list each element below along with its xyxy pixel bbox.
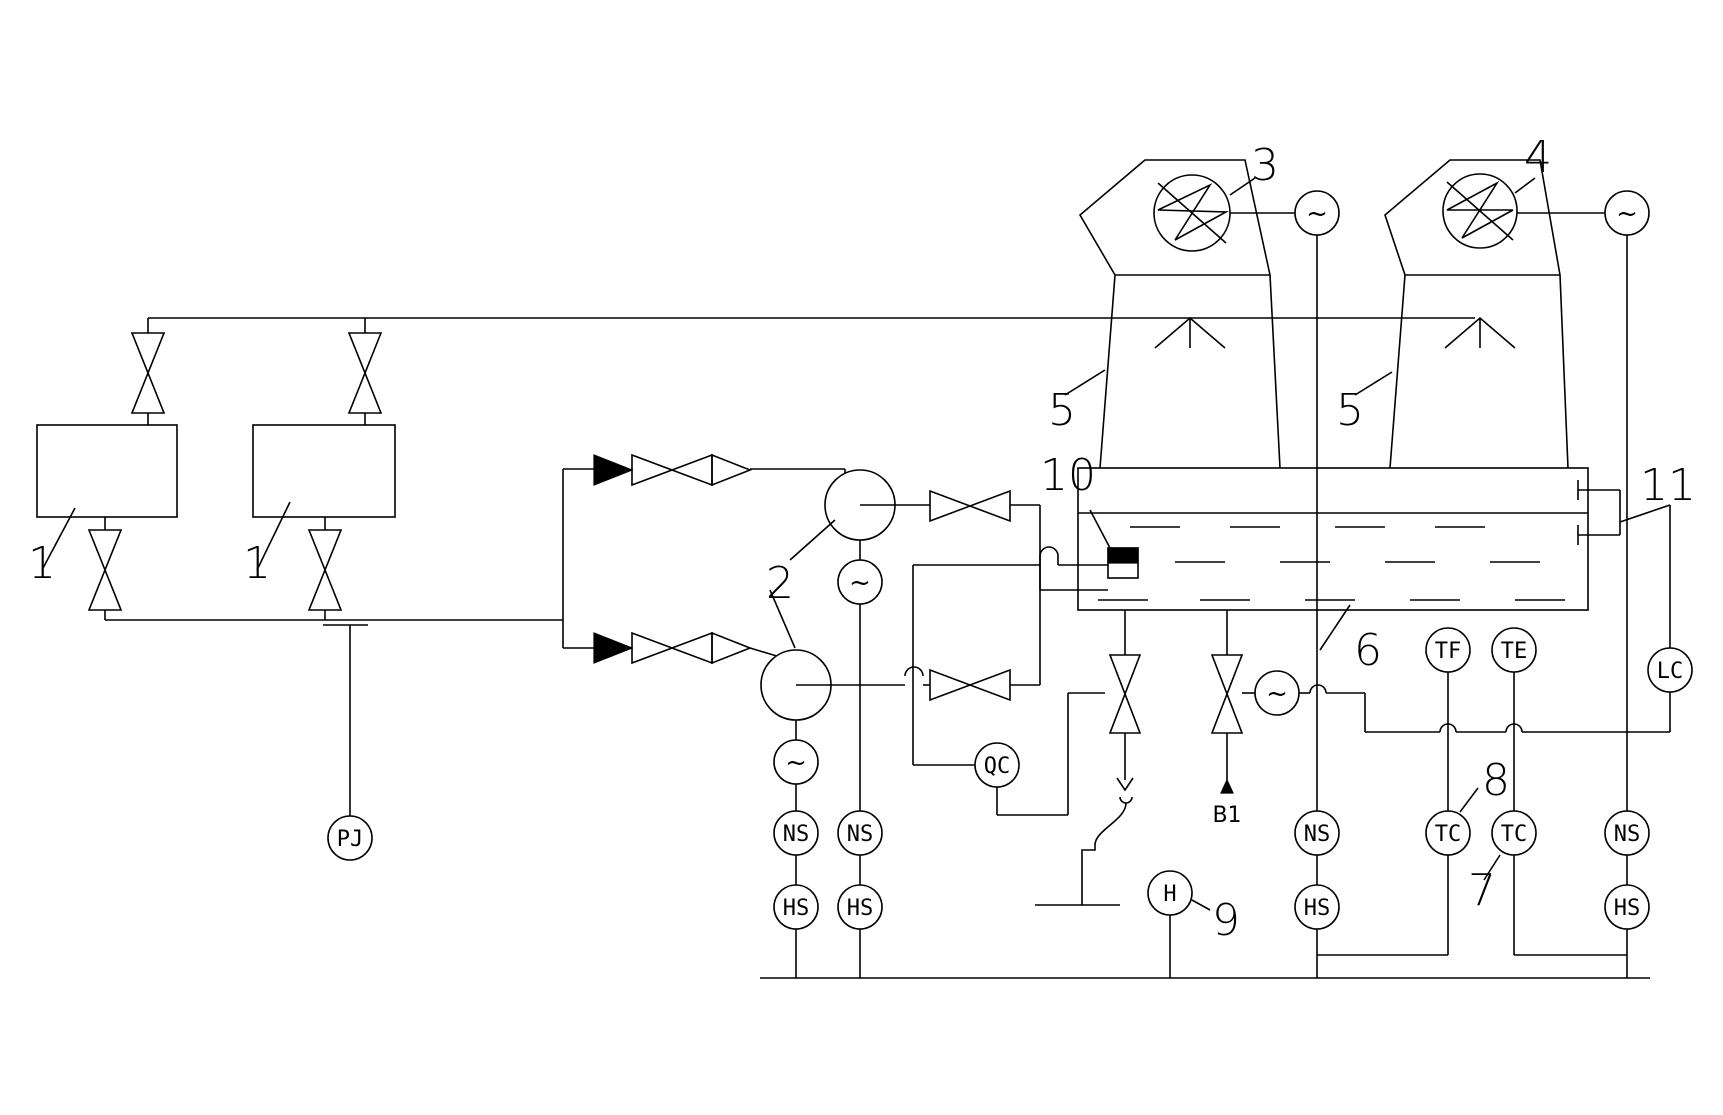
svg-text:5: 5 [1048,385,1076,436]
svg-text:B1: B1 [1212,803,1241,828]
pump-2-lower: ~ [760,505,1041,812]
callout-4: 4 [1514,132,1552,194]
callout-5b: 5 [1336,385,1364,436]
svg-text:1: 1 [28,538,56,589]
svg-text:NS: NS [783,822,810,847]
level-controller-lc: LC [1647,647,1693,693]
tank-1b [252,318,396,620]
callout-2: 2 [766,519,836,609]
temp-controller-lower: TC 7 [1468,810,1627,956]
svg-text:~: ~ [1616,199,1638,229]
svg-text:6: 6 [1354,625,1382,676]
svg-text:HS: HS [847,896,874,921]
svg-text:1: 1 [243,538,271,589]
svg-text:LC: LC [1657,659,1684,684]
svg-text:~: ~ [1266,679,1288,709]
pump-2-upper: ~ [824,469,1040,812]
svg-text:3: 3 [1251,140,1279,191]
svg-text:4: 4 [1524,132,1552,183]
level-switch-11: 11 [1577,460,1696,650]
svg-text:NS: NS [1614,822,1641,847]
svg-text:NS: NS [1304,822,1331,847]
controller-qc: QC [974,692,1105,816]
instrument-stack-1: NS HS [773,810,819,978]
basin-return-line [912,546,1108,766]
svg-text:TF: TF [1435,639,1462,664]
basin-drain-2: B1 ~ [1210,610,1671,828]
svg-text:HS: HS [1614,896,1641,921]
temp-sensor-te: TE [1491,627,1537,812]
basin [1077,467,1589,651]
level-float-10: 10 [1040,450,1139,579]
svg-text:NS: NS [847,822,874,847]
svg-text:TE: TE [1501,639,1528,664]
callout-5a: 5 [1048,385,1076,436]
basin-drain-1 [1035,610,1142,906]
svg-text:~: ~ [1306,199,1328,229]
svg-text:11: 11 [1640,460,1696,511]
cooling-tower-b [1354,159,1605,469]
tank-1a [36,318,178,620]
callout-1b: 1 [243,538,271,589]
svg-text:TC: TC [1435,822,1462,847]
pump-lower-line [593,631,791,665]
svg-text:HS: HS [783,896,810,921]
svg-text:H: H [1163,882,1176,907]
cooling-tower-a [1064,159,1295,469]
callout-3: 3 [1229,140,1279,196]
svg-text:9: 9 [1212,895,1240,946]
instrument-stack-2: NS HS [837,810,883,978]
svg-text:TC: TC [1501,822,1528,847]
pump-upper-line [593,453,846,487]
svg-text:7: 7 [1468,865,1496,916]
svg-text:QC: QC [984,754,1011,779]
callout-6: 6 [1354,625,1382,676]
flow-sensor-tf: TF [1425,627,1471,812]
suction-line [105,468,594,818]
instrument-stack-4: NS HS [1604,810,1650,978]
callout-1a: 1 [28,538,56,589]
svg-text:HS: HS [1304,896,1331,921]
svg-text:~: ~ [785,748,807,778]
temp-controller-upper: TC 8 [1317,755,1510,956]
fan-motor-a: ~ [1294,190,1340,812]
svg-text:PJ: PJ [337,827,364,852]
humidity-sensor-h: H 9 [1147,870,1240,978]
svg-text:~: ~ [849,568,871,598]
pressure-gauge-pj: PJ [327,815,373,861]
svg-text:10: 10 [1040,450,1096,501]
instrument-stack-3: NS HS [1294,810,1340,978]
fan-motor-b: ~ [1604,190,1650,812]
svg-text:5: 5 [1336,385,1364,436]
svg-text:8: 8 [1482,755,1510,806]
svg-text:2: 2 [766,558,794,609]
